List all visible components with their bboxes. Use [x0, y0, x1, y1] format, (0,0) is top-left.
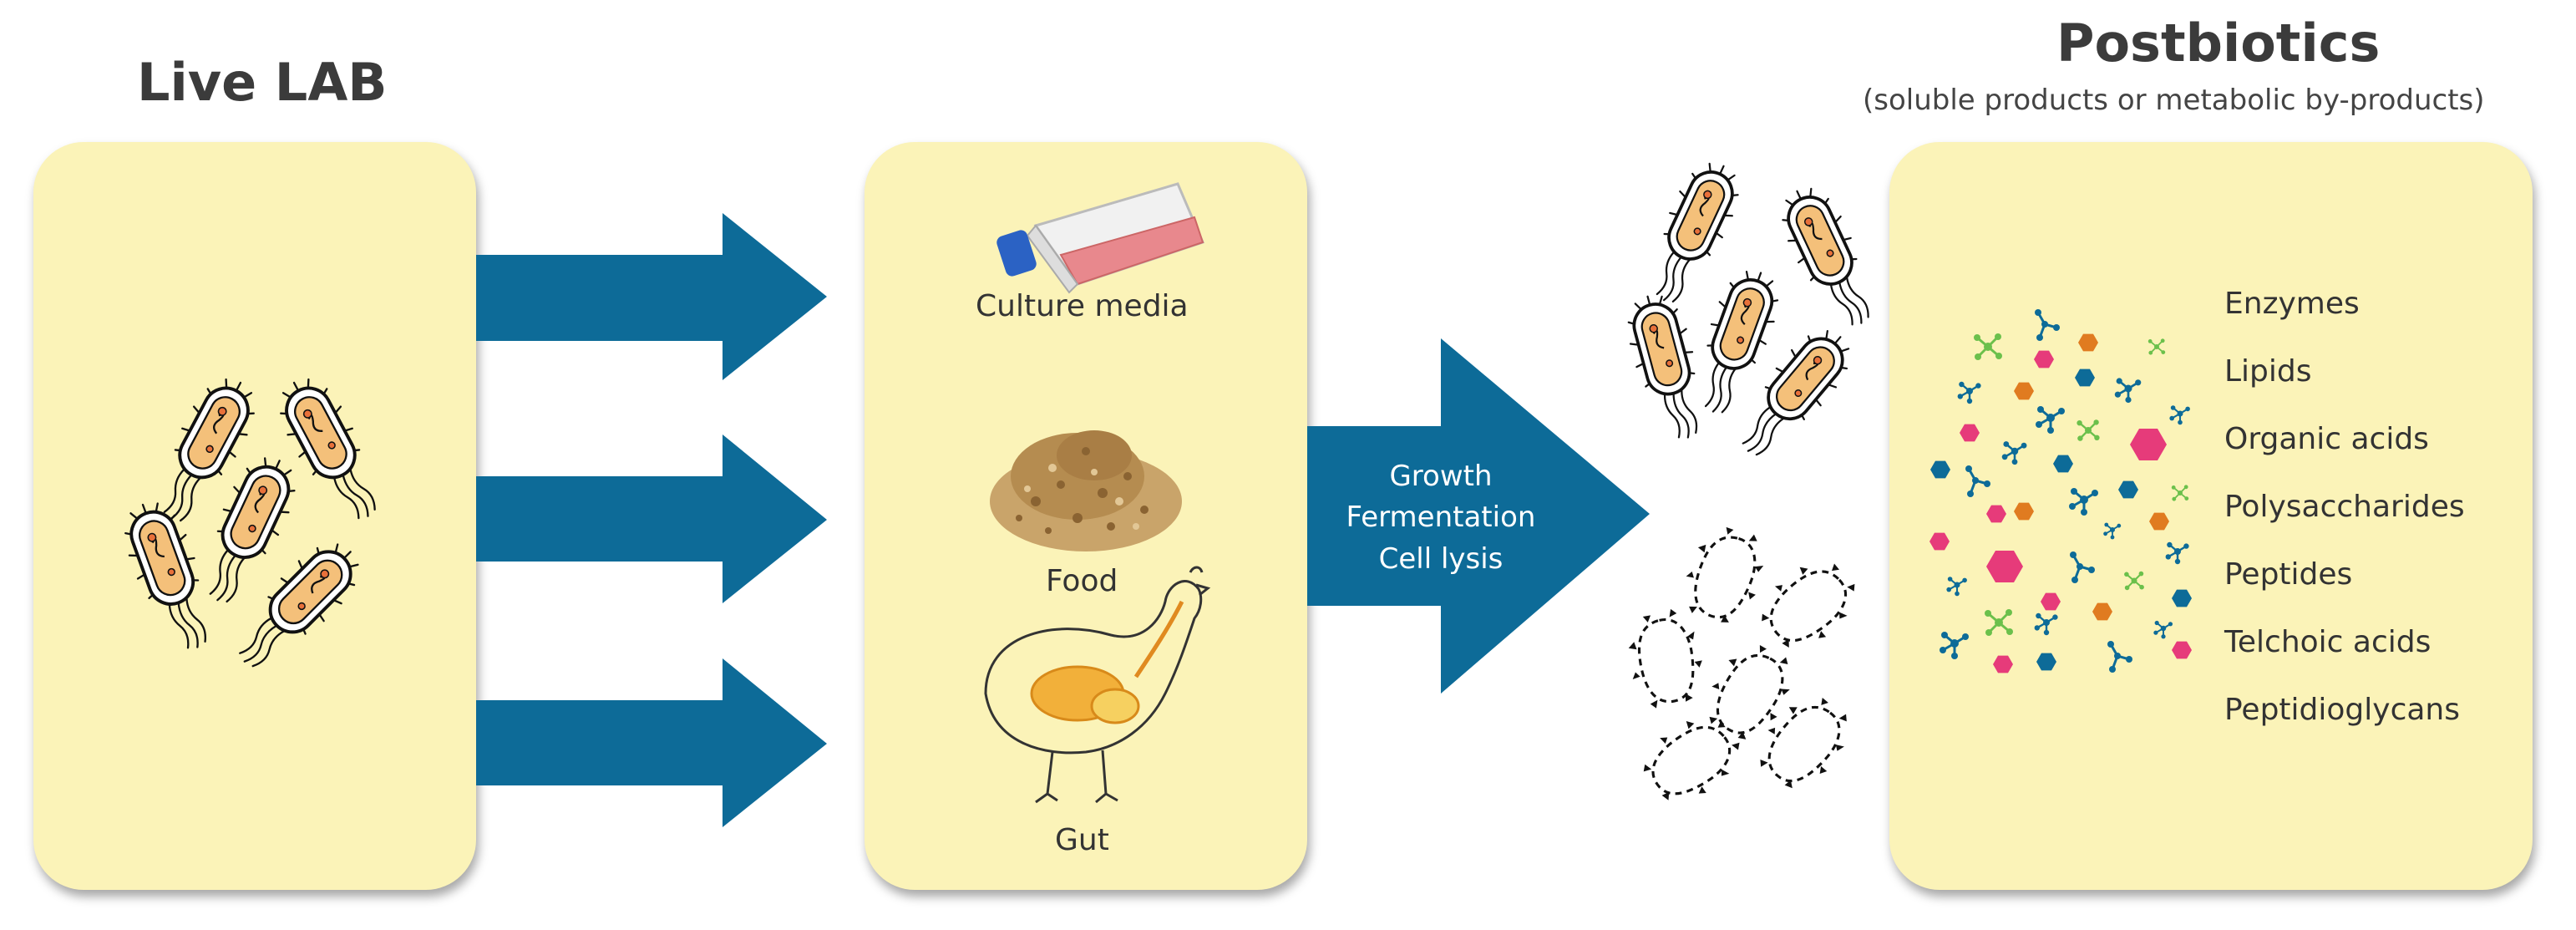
process-growth: Growth [1389, 460, 1493, 493]
molecule-icon [1929, 307, 2192, 674]
process-text: Growth Fermentation Cell lysis [1332, 456, 1549, 580]
postbiotic-item: Lipids [2224, 354, 2312, 389]
postbiotics-subtitle: (soluble products or metabolic by-produc… [1863, 84, 2485, 117]
food-label: Food [1046, 564, 1118, 598]
gut-label: Gut [1055, 823, 1109, 857]
lysed-bacteria-group [1620, 516, 1871, 817]
lysed-bacterium-icon [1748, 544, 1871, 663]
arrow-middle [476, 435, 827, 603]
postbiotic-item: Telchoic acids [2224, 625, 2431, 659]
process-arrow [1307, 338, 1650, 694]
live-lab-title: Live LAB [137, 52, 388, 113]
rod-bacterium-icon [1618, 287, 1716, 448]
process-fermentation: Fermentation [1346, 501, 1536, 535]
postbiotic-item: Peptides [2224, 557, 2353, 592]
arrows-to-substrates [476, 213, 827, 827]
postbiotics-list: Enzymes Lipids Organic acids Polysacchar… [2224, 279, 2465, 753]
lysed-bacterium-icon [1745, 680, 1864, 803]
lysed-bacterium-icon [1673, 516, 1777, 633]
culture-flask-icon [996, 182, 1205, 294]
process-cell-lysis: Cell lysis [1378, 541, 1504, 576]
postbiotic-item: Enzymes [2224, 287, 2360, 321]
culture-media-label: Culture media [976, 289, 1189, 323]
live-bacteria-group [113, 367, 394, 683]
rod-bacterium-icon [113, 492, 226, 660]
lysed-bacterium-icon [1694, 631, 1807, 752]
postbiotic-item: Polysaccharides [2224, 490, 2465, 524]
postbiotic-item: Peptidioglycans [2224, 693, 2461, 727]
postbiotic-item: Organic acids [2224, 422, 2429, 456]
rod-bacterium-icon [1769, 177, 1887, 338]
lysed-bacterium-icon [1631, 700, 1754, 817]
rod-bacterium-icon [266, 367, 394, 533]
postbiotics-title: Postbiotics [2056, 13, 2381, 74]
arrow-top [476, 213, 827, 380]
arrow-bottom [476, 658, 827, 827]
food-pile-icon [990, 430, 1182, 551]
lysed-bacterium-icon [1620, 603, 1711, 713]
surviving-bacteria-group [1618, 152, 1887, 470]
chicken-gut-icon [984, 566, 1211, 804]
